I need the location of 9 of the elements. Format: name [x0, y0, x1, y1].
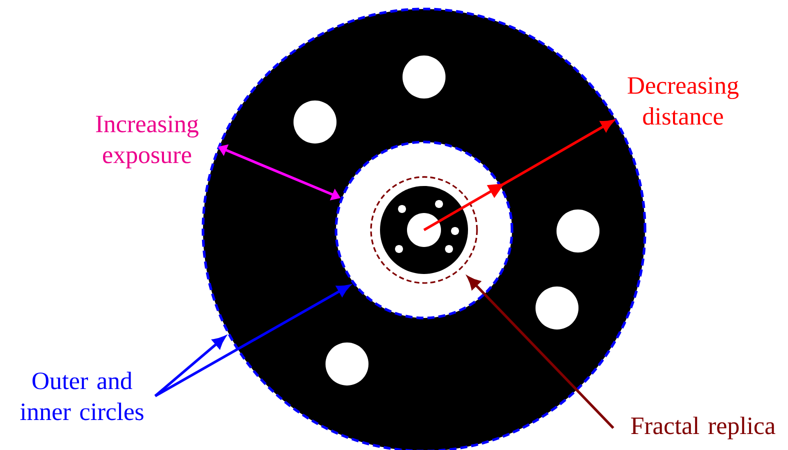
- arrow: [154, 284, 350, 398]
- arrow: [154, 336, 226, 397]
- arrow: [423, 120, 614, 232]
- arrow: [467, 276, 614, 429]
- text-label: Outer and inner circles: [20, 372, 144, 420]
- text-label: Fractal replica: [631, 416, 776, 440]
- text-label: Increasing exposure: [96, 116, 198, 168]
- text-label: Decreasing distance: [628, 77, 739, 125]
- dashed-circle: [370, 176, 478, 284]
